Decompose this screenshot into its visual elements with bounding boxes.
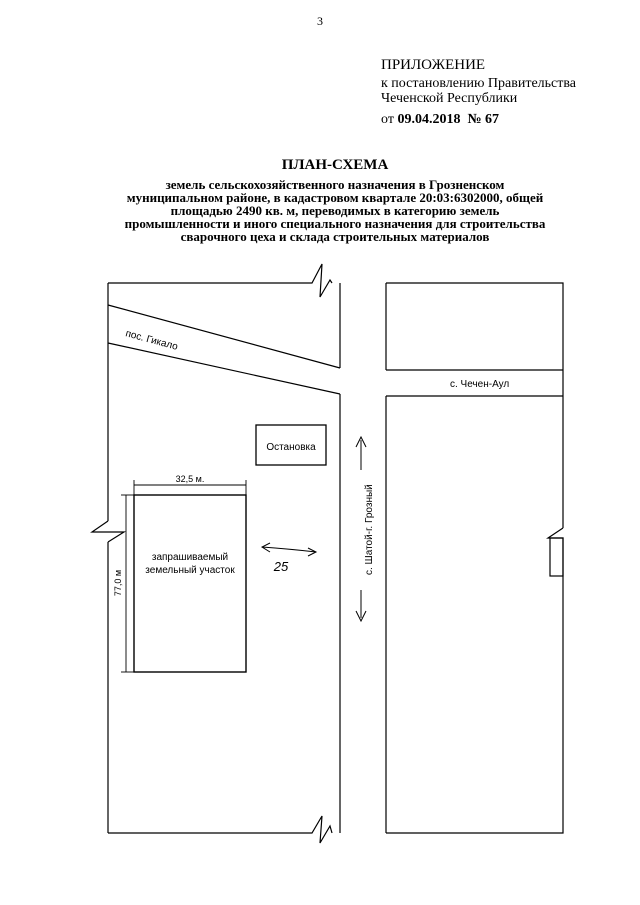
road-gikalo-edge-lower (107, 342, 341, 395)
frame-top-left (108, 263, 333, 298)
plot-label-line-1: запрашиваемый (152, 552, 228, 563)
direction-arrow-up-head (355, 435, 367, 448)
road-chechen-aul-label: с. Чечен-Аул (450, 379, 509, 390)
frame-right-lower (386, 568, 564, 834)
subtitle-line: промышленности и иного специального назн… (124, 216, 546, 231)
dimension-height-label: 77,0 м (113, 570, 123, 596)
road-shatoi-label: с. Шатой-г. Грозный (364, 484, 375, 575)
left-break-mark (90, 520, 127, 543)
road-gikalo-label: пос. Гикало (124, 328, 179, 353)
subtitle-line: муниципальном районе, в кадастровом квар… (126, 190, 544, 205)
bus-stop-box (255, 424, 327, 466)
direction-arrow-down-head (355, 610, 367, 623)
title-block: ПЛАН-СХЕМА земель сельскохозяйственного … (80, 157, 590, 243)
plot-label-line-2: земельный участок (145, 565, 235, 576)
right-edge-rect (549, 537, 564, 577)
frame-bottom-left (108, 815, 333, 844)
subtitle-line: сварочного цеха и склада строительных ма… (180, 229, 490, 244)
appendix-line-1: к постановлению Правительства (381, 76, 577, 91)
road-gikalo-edge-upper (107, 304, 341, 369)
appendix-date-line: от 09.04.2018 № 67 (381, 112, 576, 127)
appendix-line-2: Чеченской Республики (381, 91, 518, 106)
frame-top-right (386, 282, 564, 528)
dimension-width-label: 32,5 м. (176, 474, 205, 484)
appendix-heading: ПРИЛОЖЕНИЕ (381, 57, 486, 73)
page-number: 3 (317, 14, 323, 28)
distance-arrow-head-right (307, 547, 318, 557)
distance-arrow-head-left (260, 542, 271, 553)
bus-stop-label: Остановка (266, 442, 316, 453)
number-prefix: № (467, 112, 486, 127)
distance-arrow-line (261, 546, 317, 553)
document-title: ПЛАН-СХЕМА (281, 157, 389, 173)
date-prefix: от (381, 112, 398, 127)
decree-number: 67 (485, 112, 500, 127)
decree-date: 09.04.2018 (397, 112, 461, 127)
appendix-block: ПРИЛОЖЕНИЕ к постановлению Правительства… (381, 57, 577, 128)
distance-label: 25 (273, 559, 289, 574)
subtitle-line: площадью 2490 кв. м, переводимых в катег… (170, 203, 500, 218)
subtitle-line: земель сельскохозяйственного назначения … (165, 177, 505, 192)
requested-land-plot (133, 494, 247, 673)
